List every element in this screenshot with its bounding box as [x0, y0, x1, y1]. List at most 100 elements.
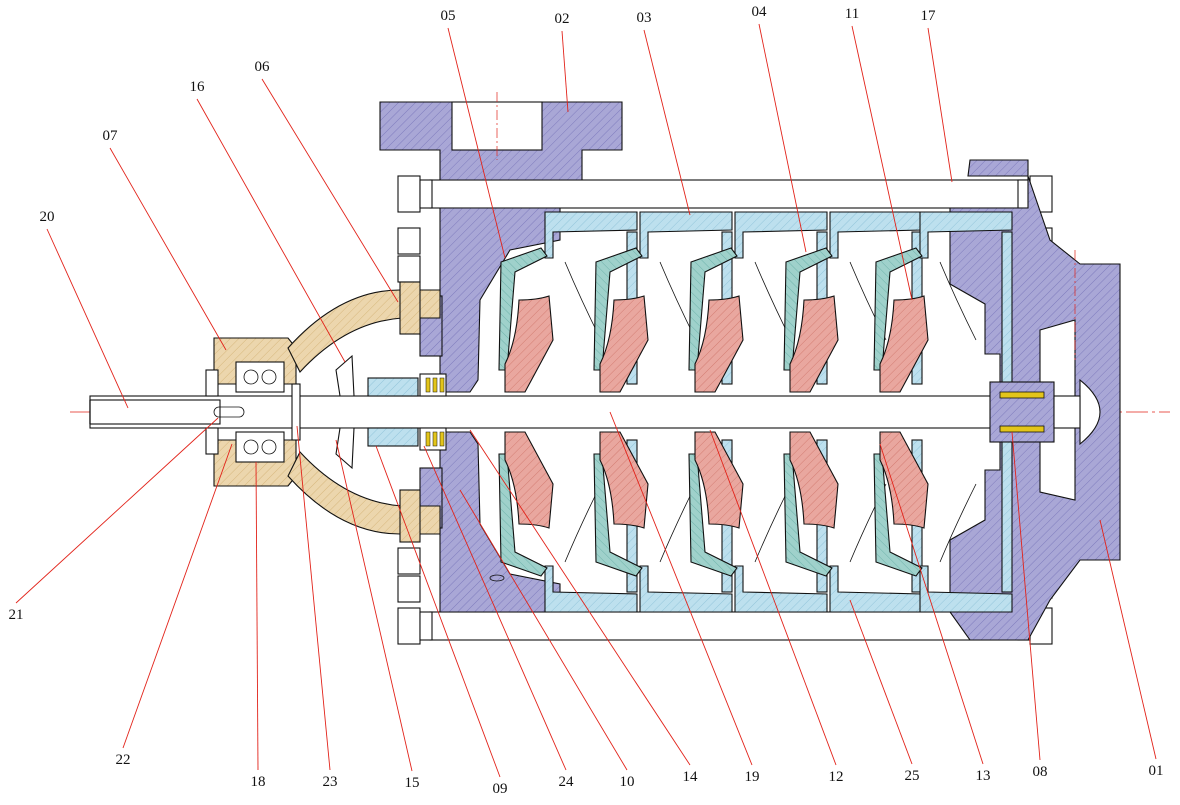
seal-gland-lower — [367, 427, 419, 447]
callout-leader-01 — [1099, 519, 1157, 760]
guide-vane-upper — [873, 247, 923, 371]
callout-leader-20 — [46, 228, 129, 409]
callout-label-09: 09 — [493, 781, 508, 797]
guide-vane-upper — [593, 247, 643, 371]
callout-leader-19 — [609, 411, 753, 766]
callout-label-18: 18 — [251, 774, 266, 790]
callout-leader-23 — [296, 425, 331, 771]
tie-rod-top — [429, 179, 1031, 209]
balance-housing — [989, 381, 1055, 443]
ball-bearing-upper — [235, 361, 285, 393]
stage-casing-lower — [544, 565, 638, 613]
bracket-flange — [399, 281, 421, 335]
tie-rod-washer — [419, 179, 433, 209]
impeller-lower — [694, 431, 744, 529]
callout-label-01: 01 — [1149, 763, 1164, 779]
impeller-upper — [694, 295, 744, 393]
callout-leader-02 — [561, 30, 569, 113]
balance-bushing-lower — [999, 425, 1045, 433]
callout-leaders — [15, 23, 1157, 778]
callout-label-04: 04 — [752, 4, 768, 20]
callout-label-14: 14 — [683, 769, 699, 785]
impeller-upper — [789, 295, 839, 393]
callout-label-22: 22 — [116, 752, 131, 768]
guide-vane-upper — [783, 247, 833, 371]
callout-leader-10 — [459, 489, 628, 771]
deflector-upper — [335, 354, 355, 397]
callout-leader-09 — [375, 445, 501, 778]
callout-label-06: 06 — [255, 59, 271, 75]
bracket-flange — [399, 489, 421, 543]
diffuser-wall — [1001, 439, 1013, 593]
flow-passage — [939, 261, 977, 341]
ball-bearing-lower — [235, 431, 285, 463]
stage-casing-upper — [544, 211, 638, 259]
callout-label-17: 17 — [921, 8, 937, 24]
tie-rod-nut — [397, 607, 421, 645]
impeller-lower — [599, 431, 649, 529]
packing-ring — [425, 377, 431, 393]
callout-label-10: 10 — [620, 774, 635, 790]
pump-shaft — [89, 395, 1001, 429]
tie-rod-washer — [419, 611, 433, 641]
callout-leader-25 — [849, 599, 913, 765]
packing-ring — [432, 377, 438, 393]
callout-label-23: 23 — [323, 774, 338, 790]
callout-label-05: 05 — [441, 8, 456, 24]
callout-leader-14 — [469, 429, 691, 766]
diffuser-wall — [1001, 231, 1013, 385]
impeller-lower — [879, 431, 929, 529]
guide-vane-lower — [498, 453, 548, 577]
seal-gland-upper — [367, 377, 419, 397]
impeller-lower — [789, 431, 839, 529]
tie-rod-bottom — [429, 611, 1031, 641]
callout-label-20: 20 — [40, 209, 55, 225]
callout-label-19: 19 — [745, 769, 760, 785]
callout-label-24: 24 — [559, 774, 575, 790]
flow-passage — [939, 483, 977, 563]
impeller-upper — [599, 295, 649, 393]
callout-leader-13 — [879, 443, 984, 765]
callout-label-08: 08 — [1033, 764, 1048, 780]
bearing-ball — [261, 439, 277, 455]
callout-label-15: 15 — [405, 775, 420, 791]
bearing-cover — [205, 427, 219, 455]
bolt-head — [397, 575, 421, 603]
balance-bushing-upper — [999, 391, 1045, 399]
callout-label-07: 07 — [103, 128, 119, 144]
impeller-lower — [504, 431, 554, 529]
stage-casing-upper — [734, 211, 828, 259]
packing-ring — [439, 377, 445, 393]
end-cap — [1079, 378, 1101, 446]
callout-label-16: 16 — [190, 79, 206, 95]
tie-rod-nut — [397, 175, 421, 213]
callout-leader-22 — [122, 443, 233, 749]
bolt-head — [397, 547, 421, 575]
guide-vane-lower — [688, 453, 738, 577]
guide-vane-upper — [688, 247, 738, 371]
bolt-head — [397, 227, 421, 255]
callout-leader-05 — [447, 27, 506, 259]
callout-leader-04 — [758, 23, 807, 253]
stage-casing-upper — [639, 211, 733, 259]
bearing-spacer — [291, 383, 301, 441]
packing-ring — [432, 431, 438, 447]
callout-label-11: 11 — [845, 6, 859, 22]
callout-leader-16 — [196, 98, 346, 363]
callout-label-03: 03 — [637, 10, 652, 26]
guide-vane-lower — [873, 453, 923, 577]
callout-leader-17 — [927, 27, 953, 183]
deflector-lower — [335, 427, 355, 470]
bearing-ball — [261, 369, 277, 385]
guide-vane-upper — [498, 247, 548, 371]
shaft-nut — [1053, 395, 1081, 429]
impeller-upper — [504, 295, 554, 393]
callout-leader-11 — [851, 25, 913, 301]
callout-label-12: 12 — [829, 769, 844, 785]
shaft-extension — [89, 399, 221, 425]
pump-parts — [70, 92, 1170, 645]
callout-leader-15 — [335, 439, 413, 772]
stage-casing-lower — [639, 565, 733, 613]
